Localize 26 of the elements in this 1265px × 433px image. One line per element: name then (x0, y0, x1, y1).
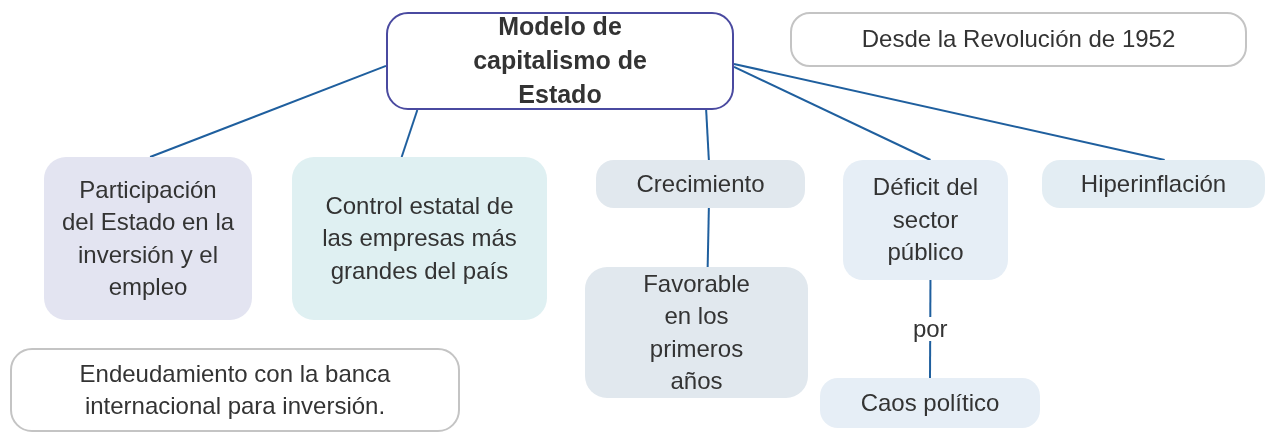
connector-line (400, 109, 419, 158)
node-text: Control estatal de las empresas más grandes del país (321, 190, 518, 286)
concept-box (1042, 160, 1265, 208)
note-box (10, 348, 460, 432)
concept-box (820, 378, 1040, 428)
concept-box (44, 157, 252, 320)
node-text: Desde la Revolución de 1952 (861, 24, 1176, 55)
node-text: Modelo de capitalismo de Estado (472, 11, 648, 110)
node-text: Caos político (860, 387, 1000, 418)
connector-line (733, 62, 1166, 161)
title-box (386, 12, 734, 110)
note-box (790, 12, 1247, 67)
node-text: Endeudamiento con la banca internacional para inversión. (78, 358, 392, 421)
concept-box (596, 160, 805, 208)
connector-line (733, 65, 932, 161)
node-text: Crecimiento (636, 168, 765, 199)
concept-box (292, 157, 547, 320)
concept-box (843, 160, 1008, 280)
connector-line (706, 207, 710, 268)
connector-line (705, 109, 710, 161)
node-text: Participación del Estado en la inversión y el empleo (60, 174, 236, 302)
connector-line (149, 64, 387, 158)
node-text: Déficit del sector público (871, 172, 980, 268)
node-text: Hiperinflación (1080, 168, 1227, 199)
node-text: Favorable en los primeros años (642, 268, 751, 396)
concept-box (585, 267, 808, 398)
